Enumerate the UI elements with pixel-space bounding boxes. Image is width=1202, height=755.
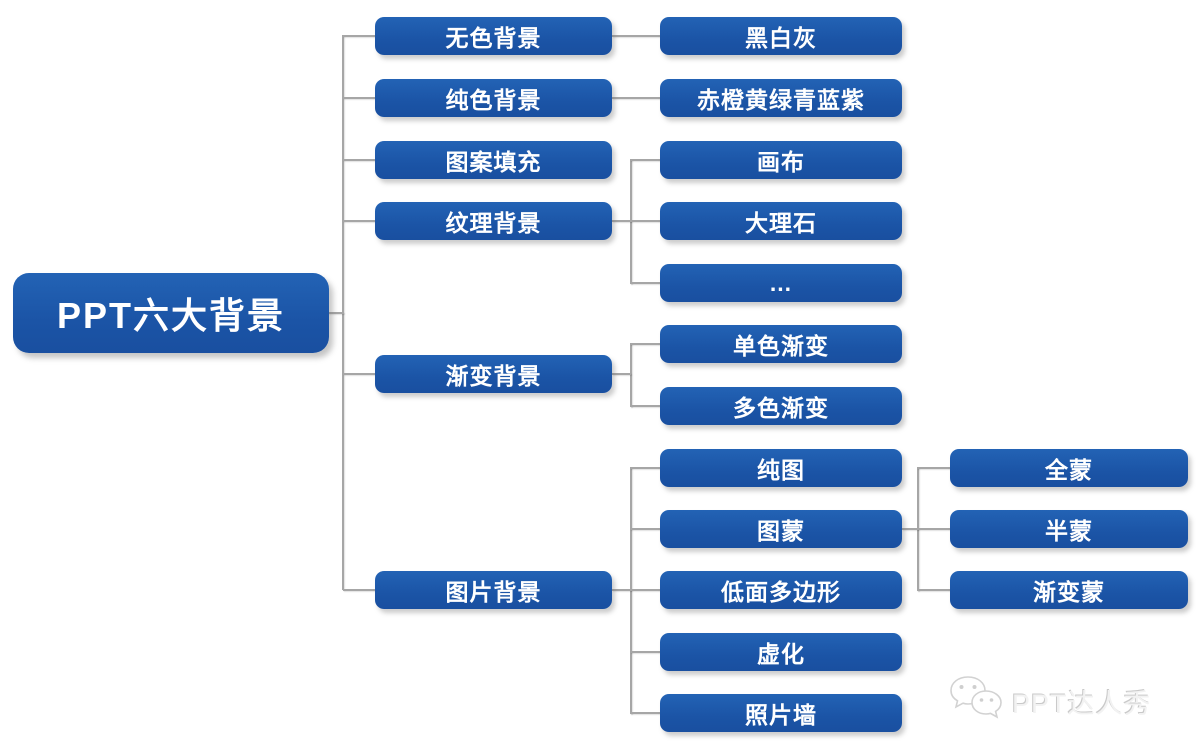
connector-h [630,651,660,653]
connector-root [328,312,344,314]
node-picture-bg: 图片背景 [375,571,612,609]
connector-h [630,712,660,714]
connector-h [630,343,660,345]
node-full-mask: 全蒙 [950,449,1188,487]
bracket-texture [630,159,632,284]
node-rainbow-colors: 赤橙黄绿青蓝紫 [660,79,902,117]
connector-h [343,97,375,99]
node-texture-bg: 纹理背景 [375,202,612,240]
wechat-bubbles-icon [948,674,1004,729]
node-photo-wall: 照片墙 [660,694,902,732]
connector-h [612,373,631,375]
node-pure-image: 纯图 [660,449,902,487]
connector-h [630,589,660,591]
node-blur: 虚化 [660,633,902,671]
connector-h [630,528,660,530]
connector-h [343,220,375,222]
connector-h [917,528,950,530]
node-image-mask: 图蒙 [660,510,902,548]
connector-h [630,159,660,161]
bracket-picture [630,467,632,714]
node-black-white-gray: 黑白灰 [660,17,902,55]
connector-h [612,220,631,222]
node-single-gradient: 单色渐变 [660,325,902,363]
node-pattern-fill: 图案填充 [375,141,612,179]
node-gradient-mask: 渐变蒙 [950,571,1188,609]
connector-h [917,467,950,469]
node-canvas-texture: 画布 [660,141,902,179]
bracket-gradient [630,343,632,407]
connector-h [343,589,375,591]
watermark: PPT达人秀 [948,674,1188,728]
node-marble: 大理石 [660,202,902,240]
watermark-text: PPT达人秀 [1012,688,1152,719]
node-half-mask: 半蒙 [950,510,1188,548]
node-colorless-bg: 无色背景 [375,17,612,55]
node-ellipsis: ... [660,264,902,302]
connector-h [630,220,660,222]
node-solid-color-bg: 纯色背景 [375,79,612,117]
connector-h [612,97,660,99]
connector-h [343,35,375,37]
connector-h [902,528,918,530]
node-gradient-bg: 渐变背景 [375,355,612,393]
node-low-poly: 低面多边形 [660,571,902,609]
connector-h [343,373,375,375]
connector-h [612,35,660,37]
connector-h [917,589,950,591]
node-multi-gradient: 多色渐变 [660,387,902,425]
connector-h [630,405,660,407]
connector-h [343,159,375,161]
connector-h [612,589,631,591]
node-root: PPT六大背景 [13,273,329,353]
connector-h [630,467,660,469]
connector-h [630,282,660,284]
